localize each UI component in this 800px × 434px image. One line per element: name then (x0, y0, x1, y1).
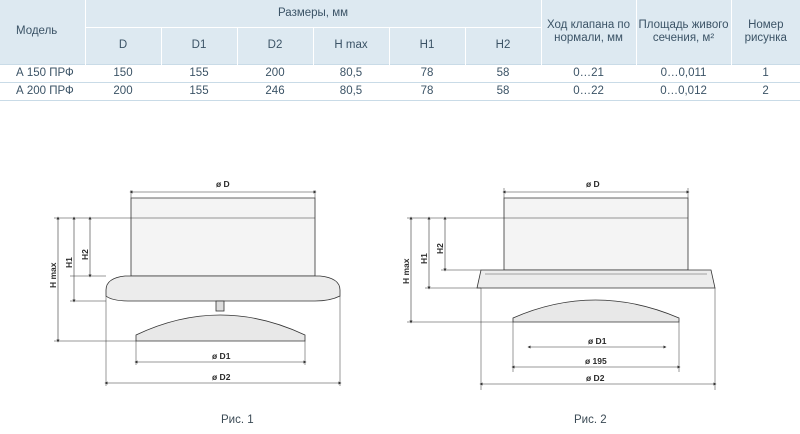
col-d2: D2 (236, 26, 313, 64)
col-area: Площадь живого сечения, м² (635, 0, 732, 64)
col-d1: D1 (160, 26, 237, 64)
cell-d2: 246 (237, 82, 313, 101)
cell-h2: 58 (465, 82, 542, 101)
cell-d: 200 (85, 82, 161, 101)
cell-d2: 200 (237, 63, 313, 83)
cell-travel: 0…21 (541, 63, 637, 83)
cell-model: А 150 ПРФ (0, 63, 85, 83)
col-d: D (84, 26, 161, 64)
specs-table: Модель Размеры, мм Ход клапана по нормал… (0, 0, 800, 101)
cell-d: 150 (85, 63, 161, 83)
cell-area: 0…0,012 (636, 82, 732, 101)
table-row: А 200 ПРФ 200 155 246 80,5 78 58 0…22 0…… (0, 82, 800, 101)
label-hmax: H max (48, 262, 58, 288)
cell-h1: 78 (389, 63, 465, 83)
cell-hmax: 80,5 (313, 82, 389, 101)
col-h2: H2 (464, 26, 542, 64)
figure-2-drawing: ø D ø D1 ø 195 ø D2 H2 H1 H max (401, 179, 717, 390)
col-hmax: H max (312, 26, 389, 64)
cell-fig: 2 (731, 82, 800, 101)
label-d: ø D (216, 179, 230, 189)
label-d1: ø D1 (212, 351, 231, 361)
col-valve-travel: Ход клапана по нормали, мм (540, 0, 637, 64)
label-hmax: H max (401, 258, 411, 284)
label-h1: H1 (64, 257, 74, 268)
label-h1: H1 (419, 253, 429, 264)
figure-1-caption: Рис. 1 (221, 414, 254, 426)
figure-2-caption: Рис. 2 (574, 414, 607, 426)
cell-hmax: 80,5 (313, 63, 389, 83)
cell-d1: 155 (161, 63, 237, 83)
label-h2: H2 (435, 243, 445, 254)
col-dimensions: Размеры, мм (84, 0, 542, 27)
cell-d1: 155 (161, 82, 237, 101)
label-195: ø 195 (585, 356, 607, 366)
col-model: Модель (16, 25, 58, 38)
cell-h2: 58 (465, 63, 542, 83)
cell-travel: 0…22 (541, 82, 637, 101)
cell-model: А 200 ПРФ (0, 82, 85, 101)
col-h1: H1 (388, 26, 465, 64)
figure-1-drawing: ø D ø D1 ø D2 H2 H1 H max (48, 179, 342, 386)
cell-fig: 1 (731, 63, 800, 83)
cell-area: 0…0,011 (636, 63, 732, 83)
cell-h1: 78 (389, 82, 465, 101)
label-h2: H2 (80, 249, 90, 260)
label-d2: ø D2 (586, 373, 605, 383)
label-d: ø D (586, 179, 600, 189)
col-figure-no: Номер рисунка (730, 0, 800, 64)
table-row: А 150 ПРФ 150 155 200 80,5 78 58 0…21 0…… (0, 63, 800, 83)
label-d2: ø D2 (212, 372, 231, 382)
label-d1: ø D1 (588, 336, 607, 346)
